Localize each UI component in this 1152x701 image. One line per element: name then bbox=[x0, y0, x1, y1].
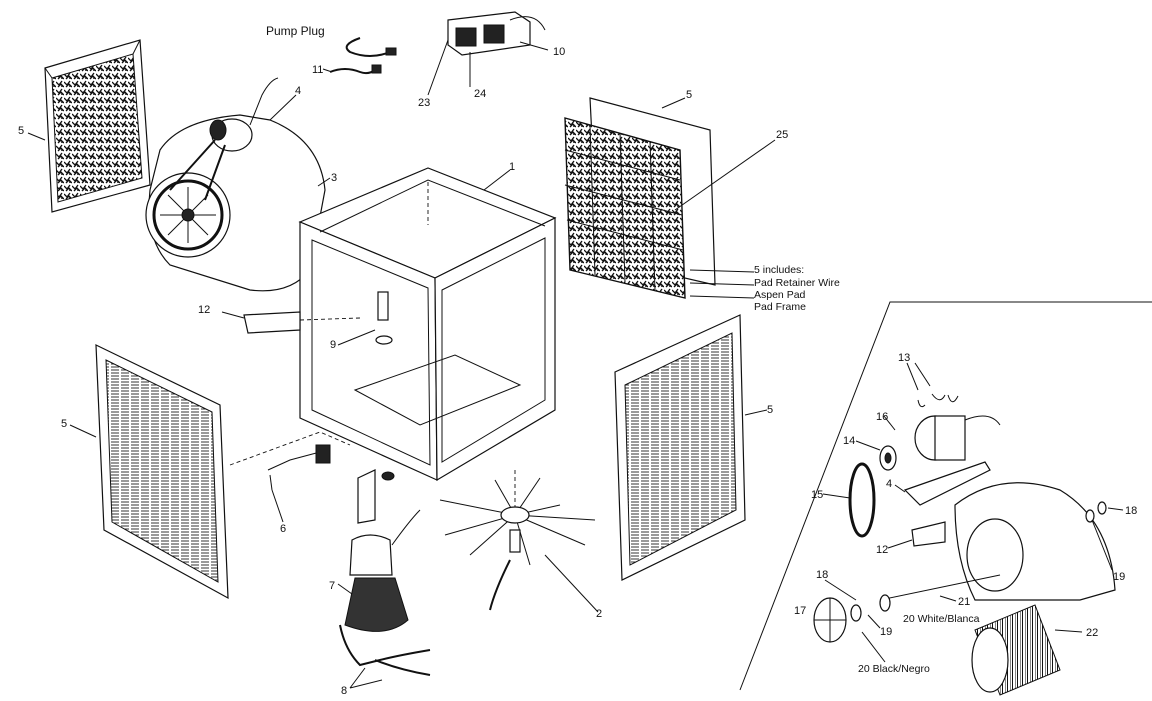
label-8: 8 bbox=[341, 685, 347, 697]
label-19-right: 19 bbox=[1113, 571, 1125, 583]
label-6: 6 bbox=[280, 523, 286, 535]
label-10: 10 bbox=[553, 46, 565, 58]
label-21: 21 bbox=[958, 596, 970, 608]
label-9: 9 bbox=[330, 339, 336, 351]
label-17: 17 bbox=[794, 605, 806, 617]
label-4-inset: 4 bbox=[886, 478, 892, 490]
label-4-top: 4 bbox=[295, 85, 301, 97]
label-5-top-left: 5 bbox=[18, 125, 24, 137]
label-18-right: 18 bbox=[1125, 505, 1137, 517]
leader-lines bbox=[27, 39, 1124, 689]
mounting-bracket bbox=[357, 469, 395, 524]
label-7: 7 bbox=[329, 580, 335, 592]
louver-panel-right bbox=[614, 314, 746, 581]
filter-pad-top-left bbox=[44, 39, 151, 213]
cabinet-frame bbox=[298, 167, 557, 482]
part-labels: Pump Plug 11 23 24 10 4 5 3 1 5 25 5 inc… bbox=[18, 24, 1137, 697]
pump-plug bbox=[329, 37, 397, 75]
water-distributor bbox=[439, 470, 596, 611]
louver-panel-left bbox=[95, 344, 229, 600]
label-12: 12 bbox=[198, 304, 210, 316]
blower-housing-assembly bbox=[145, 77, 326, 292]
label-16: 16 bbox=[876, 411, 888, 423]
label-14: 14 bbox=[843, 435, 855, 447]
note-5-item-retainer: Pad Retainer Wire bbox=[754, 277, 840, 289]
motor-blower-inset bbox=[739, 301, 1152, 696]
label-20-black: 20 Black/Negro bbox=[858, 663, 930, 675]
label-12-inset: 12 bbox=[876, 544, 888, 556]
label-2: 2 bbox=[596, 608, 602, 620]
label-23: 23 bbox=[418, 97, 430, 109]
label-24: 24 bbox=[474, 88, 486, 100]
filter-pad-right bbox=[564, 97, 716, 299]
label-1: 1 bbox=[509, 161, 515, 173]
bracket-and-float bbox=[243, 291, 393, 345]
note-5-item-frame: Pad Frame bbox=[754, 301, 806, 313]
label-5-right: 5 bbox=[767, 404, 773, 416]
pump-assembly bbox=[339, 509, 431, 676]
label-20-white: 20 White/Blanca bbox=[903, 613, 980, 625]
label-5-left: 5 bbox=[61, 418, 67, 430]
note-5-title: 5 includes: bbox=[754, 264, 804, 276]
label-11: 11 bbox=[312, 64, 323, 76]
label-15: 15 bbox=[811, 489, 823, 501]
label-25: 25 bbox=[776, 129, 788, 141]
label-18-left: 18 bbox=[816, 569, 828, 581]
label-22: 22 bbox=[1086, 627, 1098, 639]
label-3: 3 bbox=[331, 172, 337, 184]
label-19-left: 19 bbox=[880, 626, 892, 638]
drain-assembly bbox=[229, 431, 351, 491]
label-5-top-right: 5 bbox=[686, 89, 692, 101]
note-5-item-aspen: Aspen Pad bbox=[754, 289, 806, 301]
switch-box bbox=[447, 11, 546, 56]
label-pump-plug: Pump Plug bbox=[266, 24, 325, 38]
label-13: 13 bbox=[898, 352, 910, 364]
